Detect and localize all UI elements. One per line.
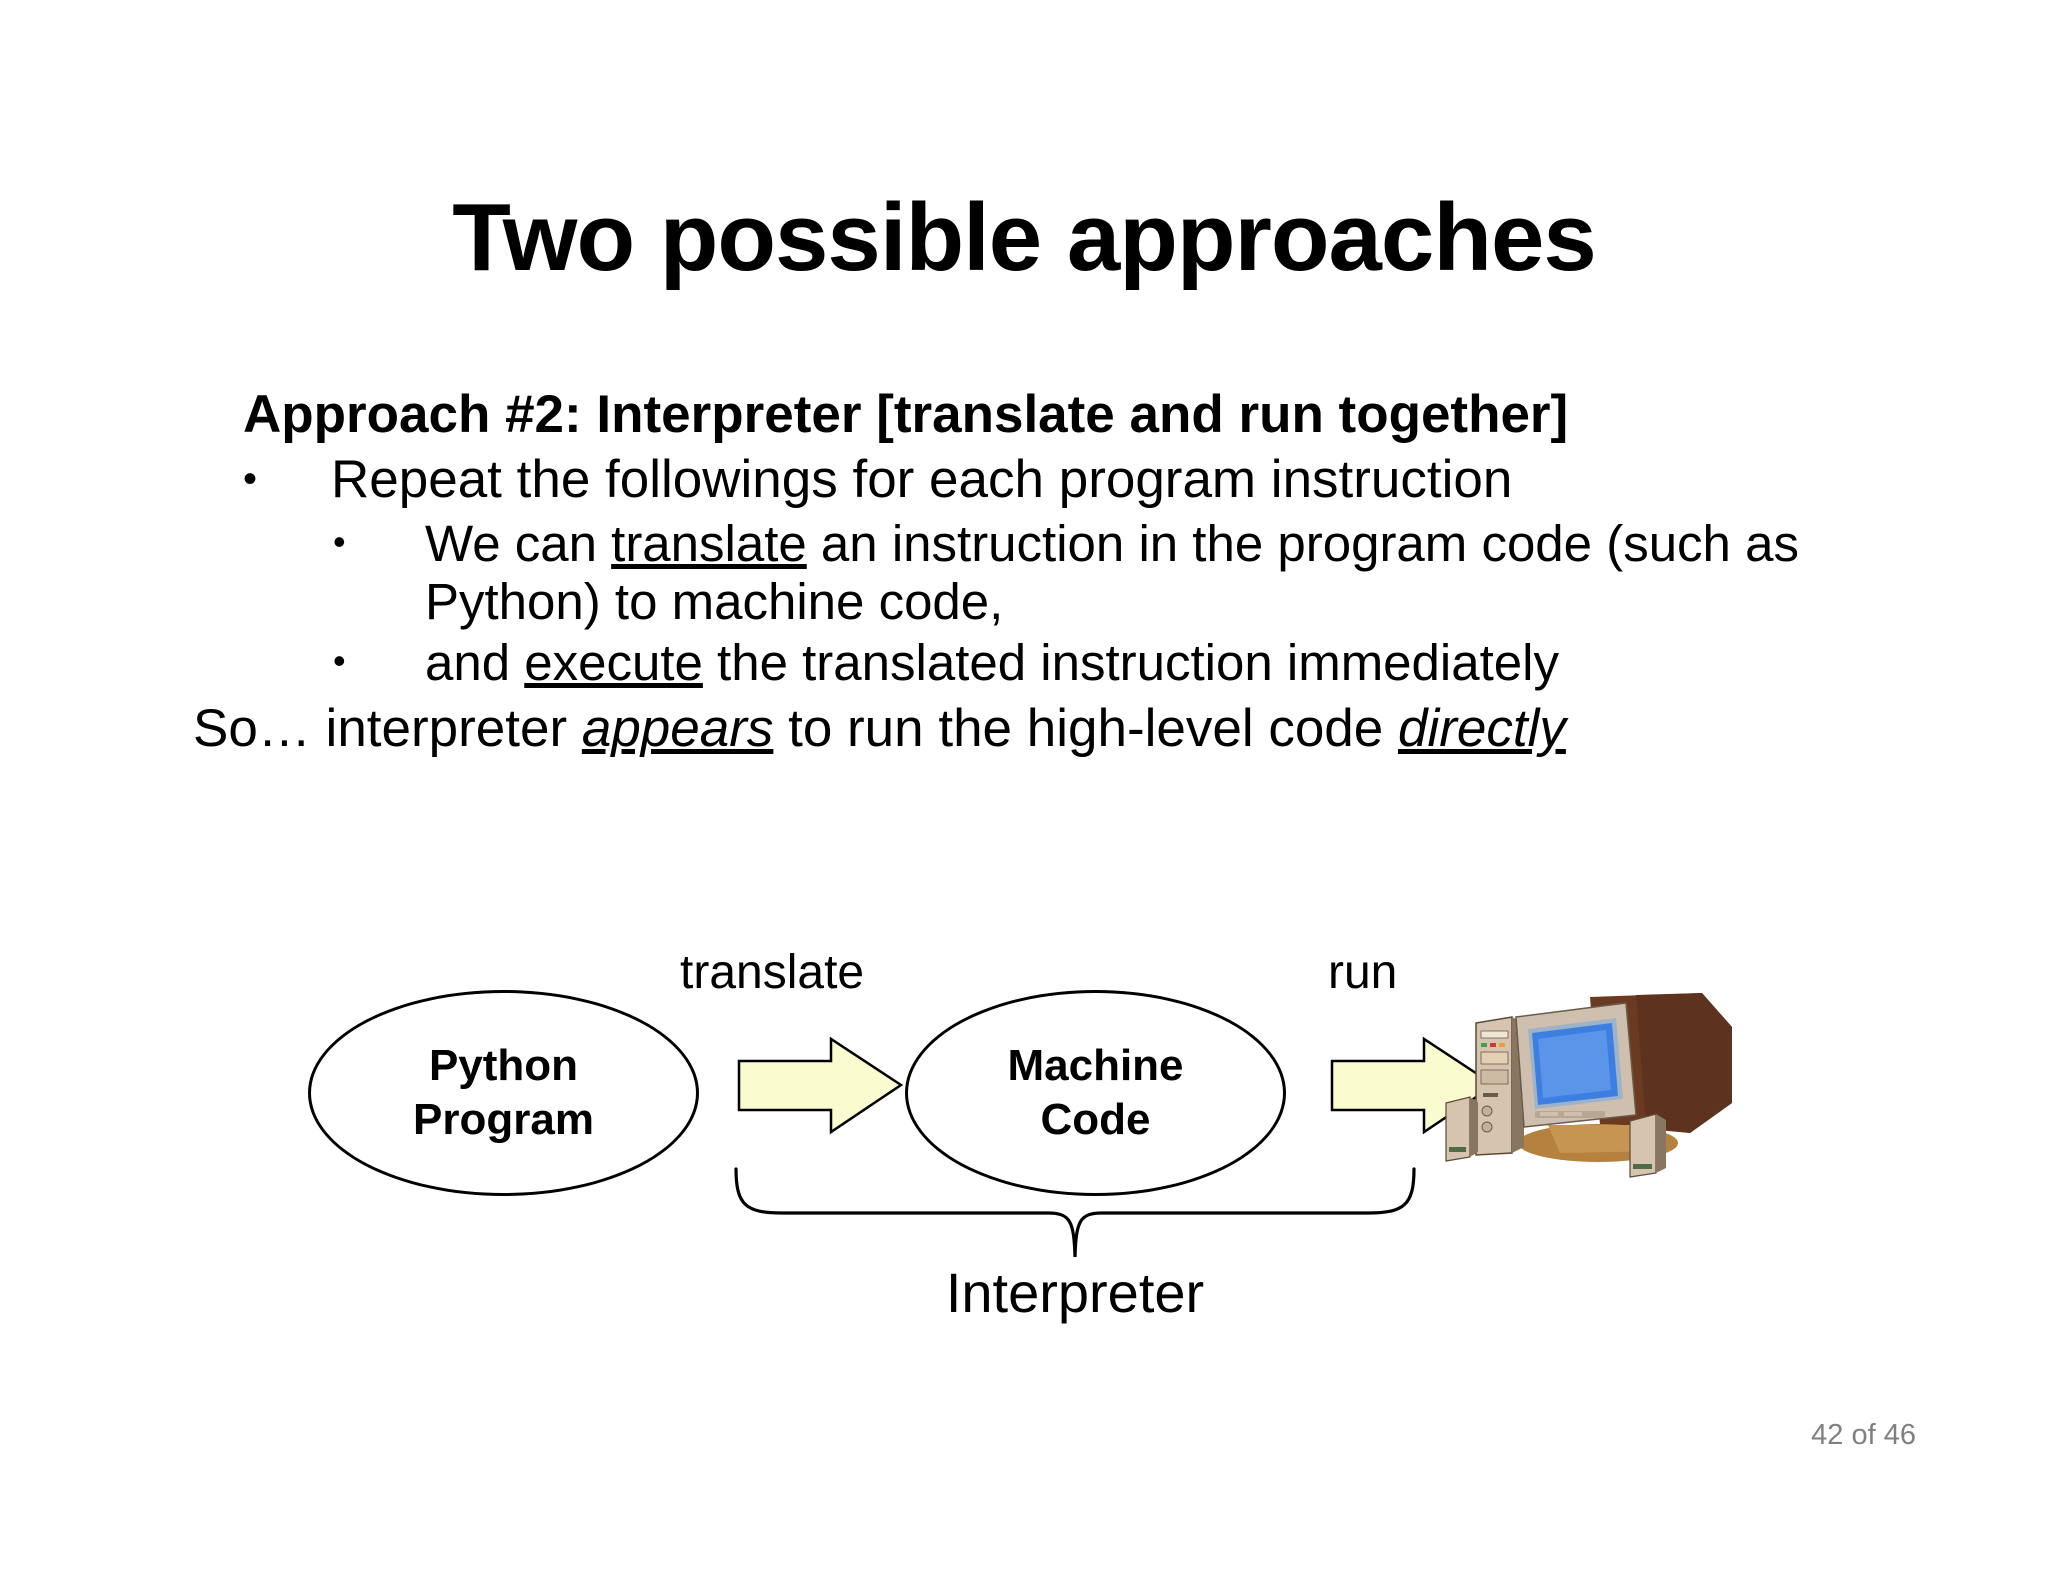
bullet-text-pre: and (425, 634, 525, 692)
computer-icon (1440, 975, 1740, 1185)
diagram-node-machine-code: Machine Code (905, 990, 1286, 1196)
translate-arrow-icon (735, 1033, 905, 1143)
bullet-keyword-execute: execute (524, 634, 703, 692)
node-label-line2: Code (1040, 1095, 1151, 1144)
bullet-level2-execute: • and execute the translated instruction… (243, 634, 1923, 693)
bullet-level2-text: and execute the translated instruction i… (425, 634, 1923, 693)
arrow-label-run: run (1328, 946, 1398, 999)
node-label-line1: Machine (1007, 1041, 1184, 1091)
bullet-level2-translate: • We can translate an instruction in the… (243, 515, 1923, 632)
summary-pre: So… interpreter (193, 698, 582, 758)
interpreter-flow-diagram: Python Program translate Machine Code ru… (0, 946, 2048, 1375)
interpreter-brace-icon (730, 1165, 1420, 1270)
bullet-marker-icon: • (333, 520, 346, 562)
bullet-level1-text: Repeat the followings for each program i… (331, 450, 1513, 510)
page-title: Two possible approaches (452, 184, 1596, 291)
node-label-line2: Program (413, 1095, 594, 1144)
bullet-text-post: an instruction in the program code (such… (425, 514, 1799, 631)
bullet-keyword-translate: translate (611, 514, 807, 572)
diagram-node-python-program: Python Program (308, 990, 699, 1196)
summary-mid: to run the high-level code (773, 698, 1398, 758)
arrow-label-translate: translate (680, 946, 865, 999)
interpreter-label: Interpreter (945, 1261, 1205, 1324)
summary-emphasis-appears: appears (581, 698, 774, 758)
bullet-level1-repeat: • Repeat the followings for each program… (243, 450, 1923, 510)
bullet-level2-text: We can translate an instruction in the p… (425, 515, 1923, 632)
approach-heading: Approach #2: Interpreter [translate and … (243, 385, 1569, 444)
summary-line: So… interpreter appears to run the high-… (193, 699, 1923, 760)
node-label-line1: Python (428, 1041, 579, 1091)
summary-emphasis-directly: directly (1398, 698, 1566, 758)
bullet-marker-icon: • (243, 457, 258, 502)
bullet-text-post: the translated instruction immediately (702, 634, 1559, 692)
bullet-marker-icon: • (333, 640, 346, 682)
slide-body: Approach #2: Interpreter [translate and … (193, 385, 1923, 760)
page-number: 42 of 46 (1811, 1419, 1916, 1451)
bullet-text-pre: We can (425, 514, 612, 572)
